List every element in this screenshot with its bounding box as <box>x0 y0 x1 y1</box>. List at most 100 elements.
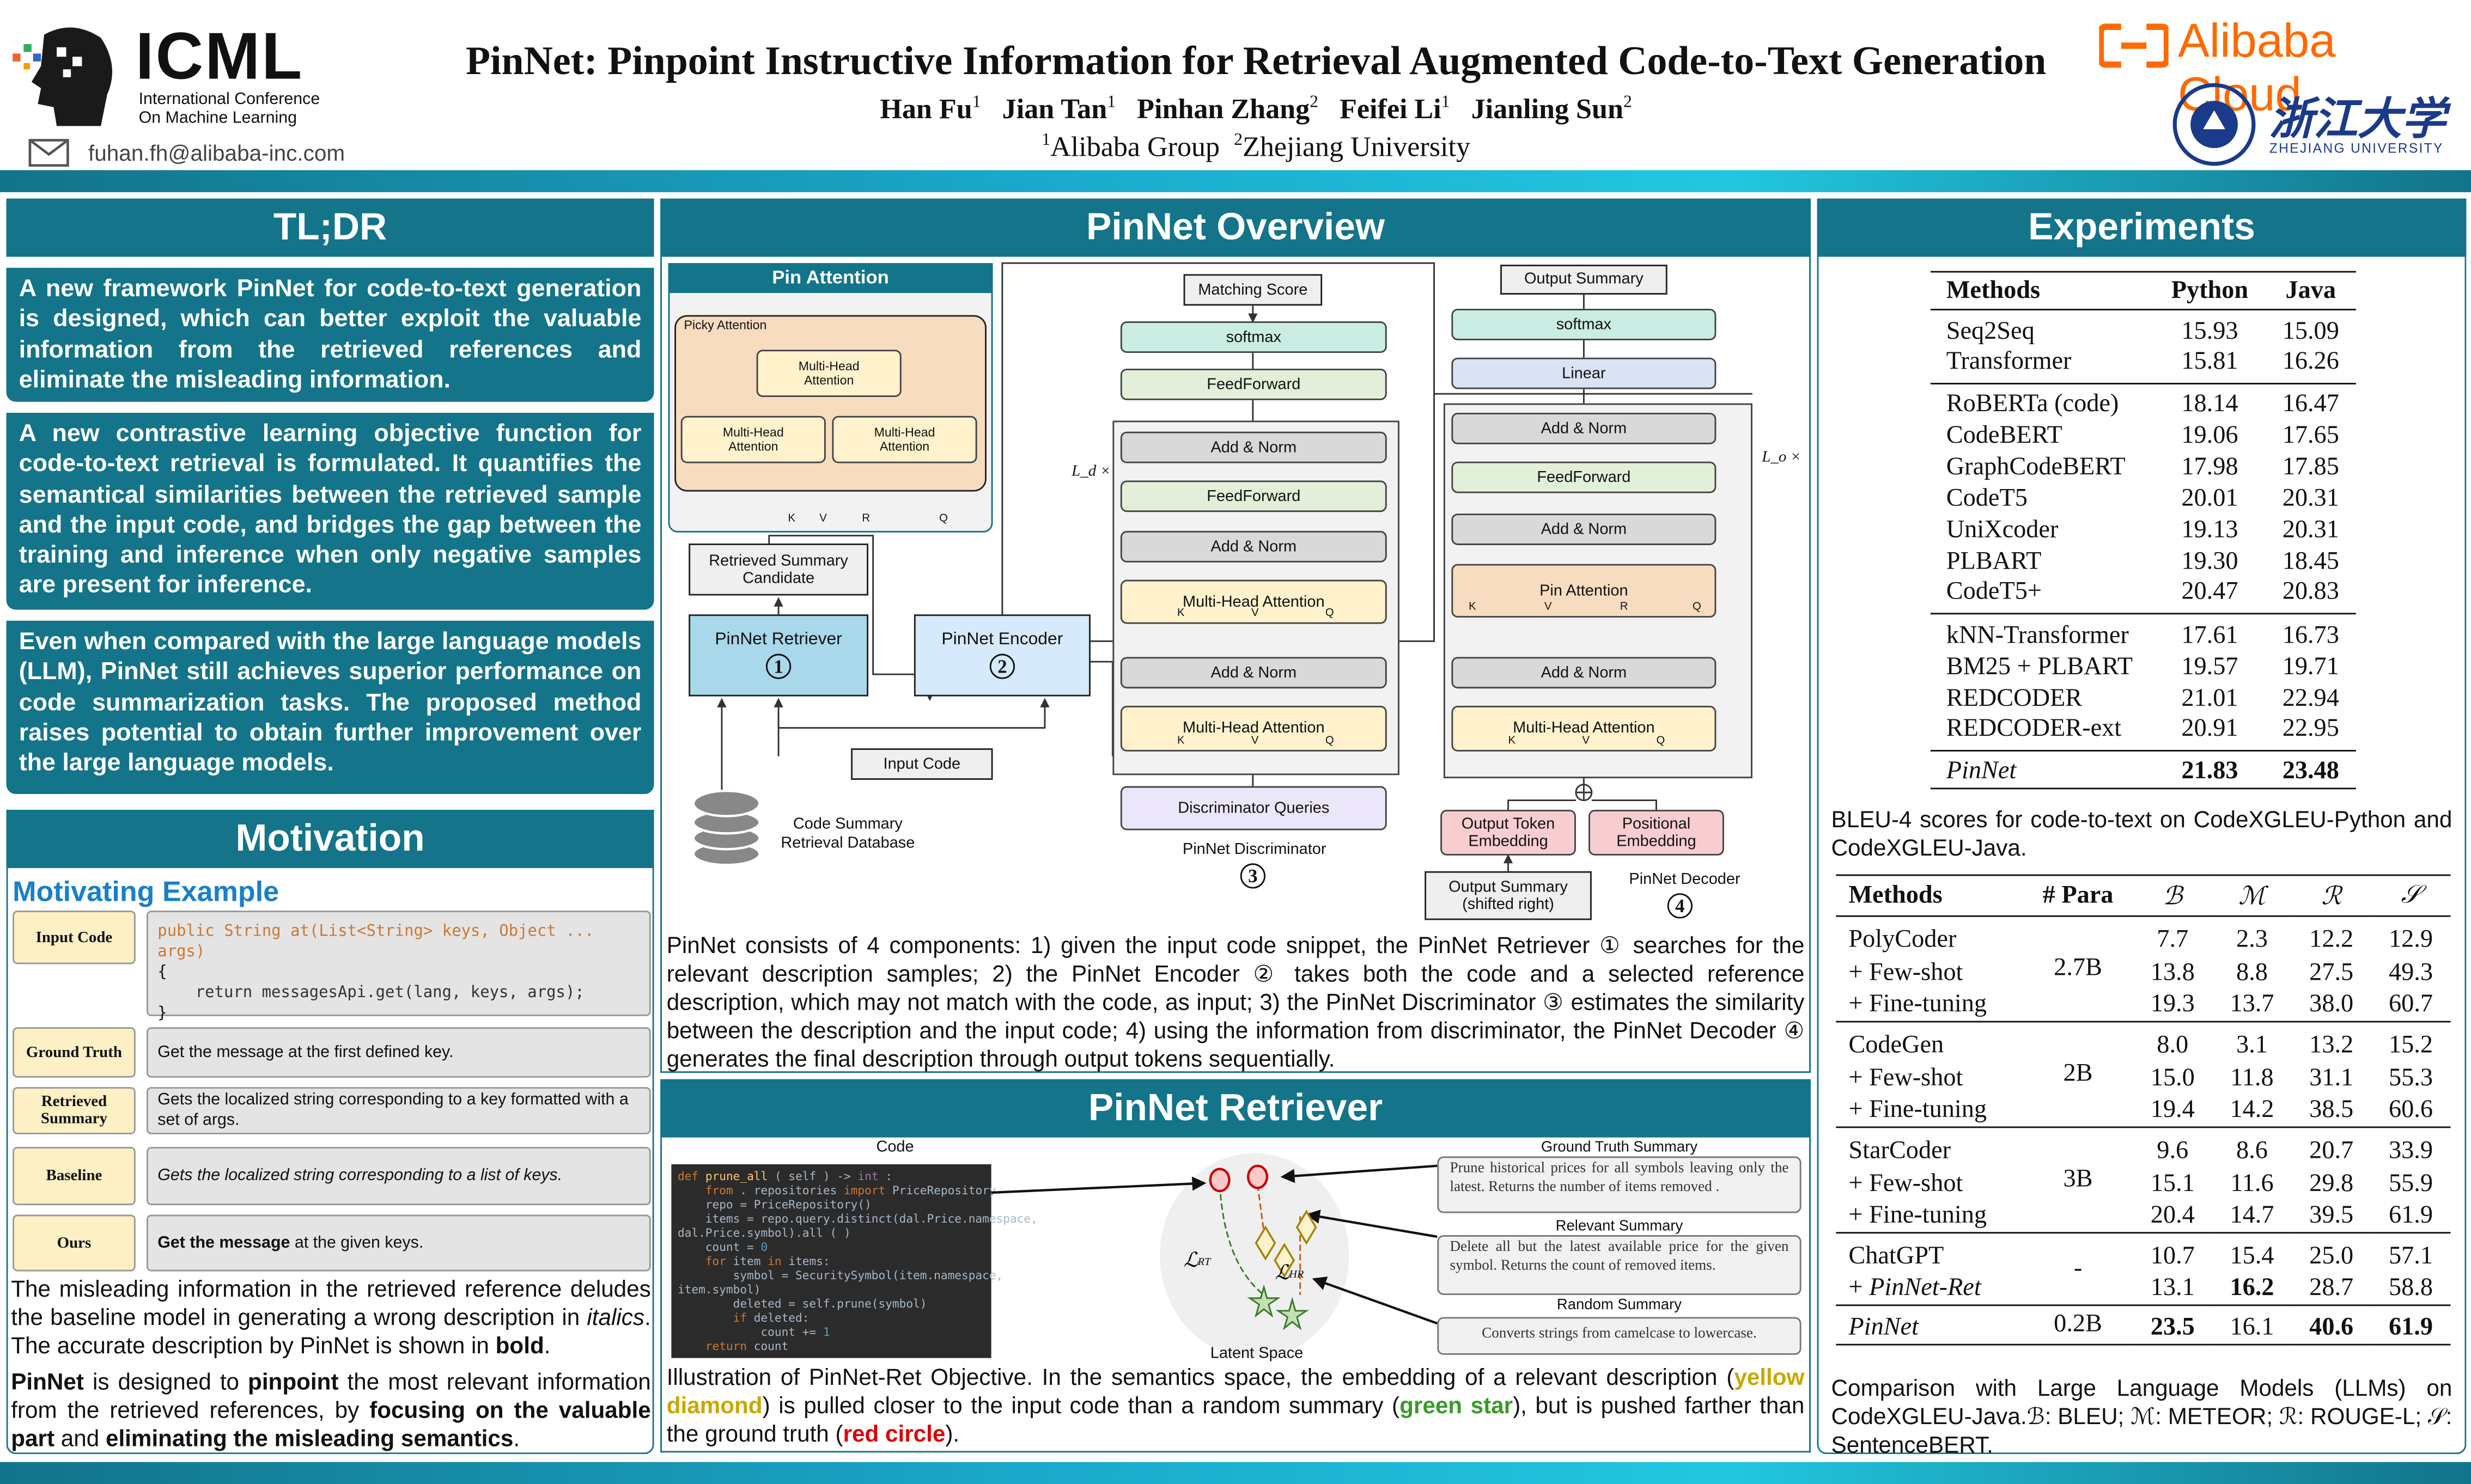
table-cell: 17.65 <box>2282 422 2339 449</box>
experiments-panel <box>1817 257 2467 1455</box>
svg-text:ℒ: ℒ <box>1184 1249 1199 1272</box>
table-cell: 58.8 <box>2389 1274 2433 1302</box>
table-cell: REDCODER-ext <box>1946 714 2122 742</box>
table-cell: 16.47 <box>2282 390 2339 418</box>
table-cell: 38.5 <box>2309 1096 2354 1123</box>
column-header: ℬ <box>2163 883 2183 910</box>
experiments-header: Experiments <box>1817 198 2467 257</box>
ground-truth-summary-label: Ground Truth Summary <box>1541 1139 1698 1157</box>
table-cell: 23.5 <box>2150 1314 2195 1341</box>
relevant-diamonds <box>1255 1210 1317 1278</box>
table-cell: 14.7 <box>2230 1202 2274 1229</box>
ground-truth-summary-box: Prune historical prices for all symbols … <box>1437 1156 1801 1213</box>
table-cell: 15.81 <box>2181 347 2238 375</box>
tldr-header: TL;DR <box>6 198 654 257</box>
column-header: ℳ <box>2238 883 2266 910</box>
table-cell: + Fine-tuning <box>1848 1096 1987 1123</box>
table-cell: CodeT5+ <box>1946 578 2042 605</box>
table-cell: 27.5 <box>2309 958 2354 986</box>
table-cell: ChatGPT <box>1848 1242 1944 1269</box>
table-cell: PolyCoder <box>1848 925 1957 952</box>
table-cell: 25.0 <box>2309 1242 2354 1269</box>
table-cell: 23.48 <box>2282 757 2339 784</box>
tldr-point: A new contrastive learning objective fun… <box>6 412 654 610</box>
mha-left: Multi-Head Attention <box>680 416 826 463</box>
table-cell: 22.95 <box>2282 714 2339 742</box>
table-cell: PinNet <box>1848 1314 1919 1341</box>
table-cell: 13.1 <box>2150 1274 2195 1302</box>
dec-softmax: softmax <box>1451 309 1717 340</box>
table-cell: 19.4 <box>2150 1096 2195 1123</box>
dec-add-norm: Add & Norm <box>1451 514 1717 545</box>
latent-space-label: Latent Space <box>1210 1345 1304 1363</box>
code-snippet: def prune_all ( self ) -> int : from . r… <box>671 1164 1038 1358</box>
mha-right: Multi-Head Attention <box>832 416 977 463</box>
table-cell: 20.01 <box>2181 485 2238 512</box>
column-header: Methods <box>1848 881 1943 908</box>
dec-feedforward: FeedForward <box>1451 461 1717 493</box>
table-cell: + Few-shot <box>1848 958 1963 986</box>
bleu-table-caption: BLEU-4 scores for code-to-text on CodeXG… <box>1831 808 2452 862</box>
motivation-panel <box>6 868 654 1455</box>
table-cell: 10.7 <box>2150 1242 2195 1269</box>
table-cell: 40.6 <box>2309 1314 2354 1341</box>
database-label: Code Summary Retrieval Database <box>781 816 915 853</box>
table-cell: 11.6 <box>2230 1169 2274 1197</box>
table-cell: 29.8 <box>2309 1169 2354 1197</box>
picky-attention-label: Picky Attention <box>684 318 767 333</box>
overview-panel <box>660 257 1811 1073</box>
table-cell: 17.61 <box>2181 621 2238 649</box>
table-cell: 31.1 <box>2309 1064 2354 1091</box>
table-cell: 13.7 <box>2230 991 2274 1018</box>
ours-text: Get the message at the given keys. <box>147 1214 651 1272</box>
table-cell: CodeGen <box>1848 1031 1944 1058</box>
decoder-number: 4 <box>1667 891 1693 920</box>
table-cell: 16.73 <box>2282 621 2339 649</box>
table-cell: 15.1 <box>2150 1169 2195 1197</box>
table-cell: 39.5 <box>2309 1202 2354 1229</box>
mha-top: Multi-Head Attention <box>756 350 902 398</box>
random-summary-label: Random Summary <box>1556 1296 1682 1314</box>
header-divider <box>0 170 2471 192</box>
table-cell: 15.4 <box>2230 1242 2274 1269</box>
table-cell: 21.01 <box>2181 684 2238 712</box>
table-cell: 55.9 <box>2389 1169 2433 1197</box>
table-cell: CodeBERT <box>1946 422 2062 449</box>
table-cell: 57.1 <box>2389 1242 2433 1269</box>
disc-add-norm: Add & Norm <box>1120 657 1387 689</box>
disc-add-norm: Add & Norm <box>1120 431 1387 463</box>
table-cell: 8.6 <box>2236 1137 2268 1164</box>
row-label-retrieved-summary: Retrieved Summary <box>13 1087 136 1134</box>
footer-band <box>0 1462 2471 1484</box>
table-cell: 7.7 <box>2157 925 2189 952</box>
motivation-header: Motivation <box>6 809 654 868</box>
email[interactable]: fuhan.fh@alibaba-inc.com <box>88 140 345 166</box>
output-summary: Output Summary <box>1500 265 1667 295</box>
table-cell: 28.7 <box>2309 1274 2354 1302</box>
retriever-panel <box>660 1137 1811 1453</box>
pin-attention-title: Pin Attention <box>668 263 993 294</box>
icml-head-logo <box>13 27 112 126</box>
overview-header: PinNet Overview <box>660 198 1811 257</box>
loss-hr-label: HR <box>1289 1268 1304 1281</box>
table-cell: 60.7 <box>2389 991 2433 1018</box>
llm-table-caption: Comparison with Large Language Models (L… <box>1831 1377 2452 1459</box>
param-count: 2B <box>2063 1060 2093 1088</box>
output-token-embedding: Output Token Embedding <box>1440 809 1576 856</box>
icml-logo-text: ICML <box>135 19 304 93</box>
table-cell: 9.6 <box>2157 1137 2189 1164</box>
table-cell: 20.31 <box>2282 485 2339 512</box>
